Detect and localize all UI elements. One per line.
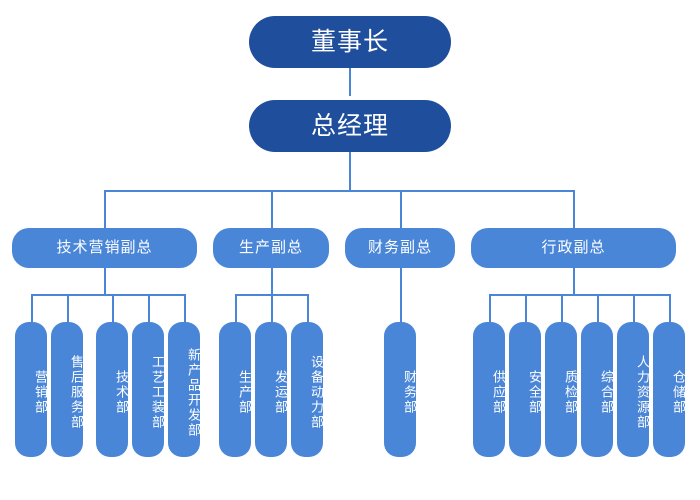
node-dept-marketing[interactable]: 营销部: [15, 322, 48, 457]
node-dept-human-resources[interactable]: 人力资源部: [617, 322, 650, 457]
node-vp-admin[interactable]: 行政副总: [471, 228, 676, 268]
connector-to-dept-supply: [489, 294, 491, 322]
connector-admin-bus: [489, 294, 669, 296]
node-dept-equipment-power[interactable]: 设备动力部: [291, 322, 324, 457]
node-dept-process-tooling[interactable]: 工艺工装部: [132, 322, 165, 457]
connector-to-vp-finance: [400, 190, 402, 228]
node-vp-finance[interactable]: 财务副总: [345, 228, 455, 268]
connector-to-dept-marketing: [31, 294, 33, 322]
connector-to-dept-hr: [633, 294, 635, 322]
connector-chairman-to-gm: [349, 68, 351, 96]
connector-to-vp-production: [271, 190, 273, 228]
connector-to-dept-warehouse: [669, 294, 671, 322]
connector-to-dept-newproduct: [184, 294, 186, 322]
connector-vp-production-down: [271, 268, 273, 294]
node-dept-safety[interactable]: 安全部: [509, 322, 542, 457]
connector-to-vp-tech: [104, 190, 106, 228]
node-dept-technology[interactable]: 技术部: [96, 322, 129, 457]
connector-to-dept-quality: [561, 294, 563, 322]
connector-to-dept-equipment: [307, 294, 309, 322]
node-dept-production[interactable]: 生产部: [219, 322, 252, 457]
node-chairman[interactable]: 董事长: [249, 16, 451, 68]
node-general-manager[interactable]: 总经理: [249, 100, 451, 152]
node-dept-new-product-dev[interactable]: 新产品开发部: [168, 322, 201, 457]
node-vp-production[interactable]: 生产副总: [213, 228, 329, 268]
connector-to-dept-process: [148, 294, 150, 322]
node-dept-quality-inspection[interactable]: 质检部: [545, 322, 578, 457]
connector-vp-finance-down: [400, 268, 402, 322]
connector-to-dept-technology: [112, 294, 114, 322]
connector-vp-admin-down: [573, 268, 575, 294]
connector-to-vp-admin: [573, 190, 575, 228]
connector-tech-bus: [31, 294, 184, 296]
node-dept-supply[interactable]: 供应部: [473, 322, 506, 457]
connector-to-dept-production: [235, 294, 237, 322]
node-dept-finance[interactable]: 财务部: [384, 322, 417, 457]
node-dept-after-sales[interactable]: 售后服务部: [51, 322, 84, 457]
node-dept-warehouse[interactable]: 仓储部: [653, 322, 686, 457]
node-dept-general-affairs[interactable]: 综合部: [581, 322, 614, 457]
connector-gm-down: [349, 152, 351, 190]
connector-to-dept-general: [597, 294, 599, 322]
connector-to-dept-shipping: [271, 294, 273, 322]
node-dept-shipping[interactable]: 发运部: [255, 322, 288, 457]
connector-level2-bus: [104, 190, 574, 192]
connector-vp-tech-down: [104, 268, 106, 294]
connector-to-dept-aftersales: [67, 294, 69, 322]
node-vp-tech-marketing[interactable]: 技术营销副总: [12, 228, 197, 268]
connector-to-dept-safety: [525, 294, 527, 322]
